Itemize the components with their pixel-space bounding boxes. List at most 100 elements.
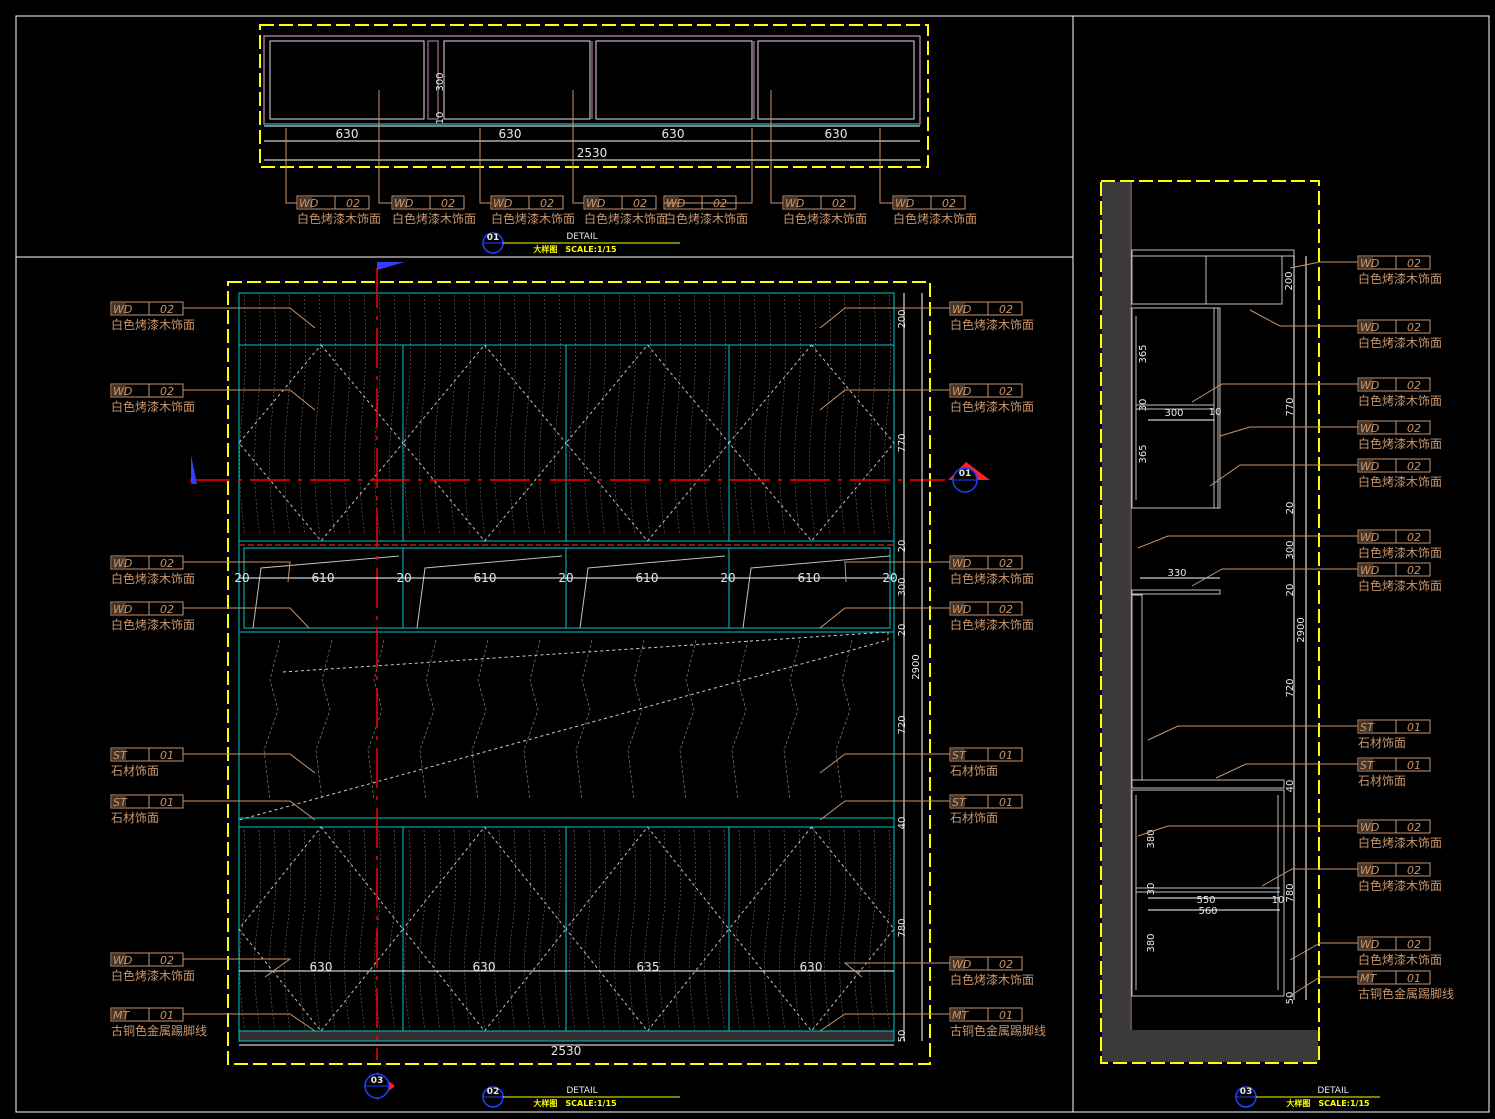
detail-03-title: DETAIL [1317, 1086, 1348, 1096]
material-number: 01 [160, 749, 174, 762]
dim-right: 720 [897, 715, 908, 734]
material-desc: 白色烤漆木饰面 [1358, 578, 1442, 593]
dim-right: 50 [897, 1030, 908, 1043]
material-desc: 白色烤漆木饰面 [893, 211, 977, 226]
dim-inner: 550 [1196, 895, 1215, 906]
material-number: 01 [999, 796, 1013, 809]
detail-01-bubble: 01 [487, 233, 500, 243]
material-code: WD [113, 385, 132, 398]
sheet-border [15, 15, 1490, 1113]
dim-module: 630 [662, 127, 685, 141]
material-desc: 白色烤漆木饰面 [1358, 545, 1442, 560]
detail-01-title: DETAIL [566, 232, 597, 242]
material-number: 02 [1407, 821, 1421, 834]
material-desc: 白色烤漆木饰面 [297, 211, 381, 226]
material-code: WD [1360, 460, 1379, 473]
section-marker-03: 03 [371, 1076, 384, 1086]
material-number: 01 [999, 749, 1013, 762]
material-desc: 白色烤漆木饰面 [1358, 835, 1442, 850]
dim-shelf: 610 [798, 571, 821, 585]
material-number: 01 [1407, 721, 1421, 734]
material-number: 01 [160, 796, 174, 809]
dim-right: 300 [1285, 540, 1296, 559]
material-number: 02 [1407, 460, 1421, 473]
dim-right: 720 [1285, 678, 1296, 697]
material-number: 02 [160, 954, 174, 967]
dim-inner: 30 [1138, 399, 1149, 412]
material-code: WD [952, 385, 971, 398]
dim-small: 10 [435, 112, 446, 125]
dim-inner: 30 [1146, 883, 1157, 896]
material-code: WD [1360, 531, 1379, 544]
dim-right: 770 [1285, 397, 1296, 416]
material-number: 02 [160, 603, 174, 616]
material-desc: 古铜色金属踢脚线 [1358, 986, 1454, 1001]
material-desc: 白色烤漆木饰面 [950, 317, 1034, 332]
dim-overall-height: 2900 [911, 654, 922, 679]
dim-bottom: 630 [800, 960, 823, 974]
material-desc: 白色烤漆木饰面 [950, 399, 1034, 414]
material-number: 02 [1407, 864, 1421, 877]
material-code: ST [952, 796, 967, 809]
detail-03-subtitle: 大样图 SCALE:1/15 [1286, 1098, 1370, 1108]
material-desc: 白色烤漆木饰面 [1358, 271, 1442, 286]
dim-shelf: 610 [636, 571, 659, 585]
dim-bottom: 635 [637, 960, 660, 974]
material-code: MT [113, 1009, 130, 1022]
material-code: WD [113, 954, 132, 967]
material-code: ST [113, 796, 128, 809]
material-code: WD [1360, 821, 1379, 834]
material-desc: 白色烤漆木饰面 [491, 211, 575, 226]
material-number: 02 [346, 197, 360, 210]
material-desc: 白色烤漆木饰面 [392, 211, 476, 226]
material-number: 02 [1407, 379, 1421, 392]
material-code: WD [1360, 321, 1379, 334]
material-code: MT [952, 1009, 969, 1022]
dim-inner: 560 [1198, 906, 1217, 917]
dim-shelf: 610 [474, 571, 497, 585]
material-code: MT [1360, 972, 1377, 985]
dim-inner: 365 [1138, 444, 1149, 463]
material-desc: 白色烤漆木饰面 [1358, 878, 1442, 893]
material-number: 01 [1407, 972, 1421, 985]
material-desc: 白色烤漆木饰面 [950, 571, 1034, 586]
dim-right: 20 [897, 624, 908, 637]
material-desc: 白色烤漆木饰面 [1358, 474, 1442, 489]
material-desc: 白色烤漆木饰面 [950, 972, 1034, 987]
material-code: ST [952, 749, 967, 762]
material-code: WD [394, 197, 413, 210]
material-code: WD [1360, 257, 1379, 270]
material-number: 02 [441, 197, 455, 210]
material-number: 02 [1407, 321, 1421, 334]
dim-right: 770 [897, 433, 908, 452]
material-number: 02 [1407, 531, 1421, 544]
dim-right: 40 [1285, 780, 1296, 793]
material-desc: 古铜色金属踢脚线 [111, 1023, 207, 1038]
material-number: 01 [160, 1009, 174, 1022]
material-desc: 白色烤漆木饰面 [111, 617, 195, 632]
material-code: WD [113, 603, 132, 616]
dim-shelf: 20 [882, 571, 897, 585]
dim-inner: 10 [1272, 895, 1285, 906]
detail-03-bubble: 03 [1240, 1087, 1253, 1097]
detail-01-subtitle: 大样图 SCALE:1/15 [533, 244, 617, 254]
